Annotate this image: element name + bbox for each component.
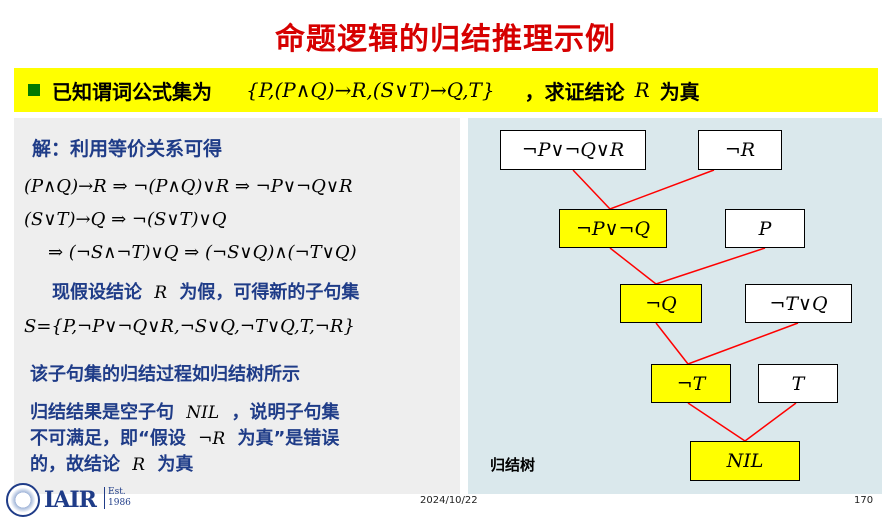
tree-node-n5: ¬Q: [620, 284, 702, 323]
assumption-suffix: 为假，可得新的子句集: [179, 282, 360, 303]
result-line1-prefix: 归结结果是空子句: [30, 402, 174, 423]
tree-edges: [572, 169, 799, 442]
edge-n3-n5: [609, 247, 657, 285]
result-line1-suffix: ，说明子句集: [231, 402, 340, 423]
result-r: R: [132, 455, 146, 475]
result-neg-r: ¬R: [198, 429, 226, 449]
edge-n4-n5: [655, 247, 766, 285]
logo-text: IAIR: [44, 487, 97, 513]
known-formula-set: {P,(P∧Q)→R,(S∨T)→Q,T}: [246, 78, 495, 102]
result-line2-prefix: 不可满足，即“假设: [30, 428, 186, 449]
result-line-2: 不可满足，即“假设 ¬R 为真”是错误: [30, 424, 339, 450]
edge-n8-n9: [744, 402, 797, 442]
assumption-line: 现假设结论 R 为假，可得新的子句集: [52, 278, 359, 304]
tree-node-n4: P: [725, 209, 805, 248]
edge-n1-n3: [572, 169, 611, 210]
solution-panel: 解：利用等价关系可得 (P∧Q)→R ⇒ ¬(P∧Q)∨R ⇒ ¬P∨¬Q∨R …: [14, 118, 460, 494]
solution-heading: 解：利用等价关系可得: [32, 138, 223, 160]
known-tail: 为真: [659, 79, 700, 104]
tree-node-n7: ¬T: [651, 364, 731, 403]
slide-date: 2024/10/22: [420, 495, 478, 506]
result-line3-prefix: 的，故结论: [30, 454, 120, 475]
assumption-prefix: 现假设结论: [52, 282, 142, 303]
tree-label: 归结树: [490, 456, 536, 474]
equation-2: (S∨T)→Q ⇒ ¬(S∨T)∨Q: [24, 209, 227, 230]
known-prefix: 已知谓词公式集为: [52, 79, 212, 104]
tree-node-n9: NIL: [690, 441, 800, 481]
logo-est-label: Est.: [108, 487, 126, 497]
edge-n7-n9: [687, 402, 746, 442]
iair-logo: IAIR Est. 1986: [6, 483, 136, 519]
slide-page-number: 170: [854, 495, 874, 506]
equation-3: ⇒ (¬S∧¬T)∨Q ⇒ (¬S∨Q)∧(¬T∨Q): [48, 242, 357, 263]
result-line-1: 归结结果是空子句 NIL ，说明子句集: [30, 398, 339, 424]
tree-node-n8: T: [758, 364, 838, 403]
tree-node-n6: ¬T∨Q: [745, 284, 852, 323]
slide-title: 命题逻辑的归结推理示例: [275, 22, 616, 57]
known-conclusion: R: [634, 78, 650, 102]
result-nil: NIL: [186, 403, 220, 423]
tree-node-n3: ¬P∨¬Q: [559, 209, 667, 248]
assumption-var: R: [154, 283, 168, 303]
resolution-tree-panel: ¬P∨¬Q∨R ¬R ¬P∨¬Q P ¬Q ¬T∨Q ¬T T NIL 归结树: [468, 118, 882, 494]
known-formula-bar: 已知谓词公式集为 {P,(P∧Q)→R,(S∨T)→Q,T} ，求证结论 R 为…: [14, 68, 878, 112]
logo-est: Est. 1986: [104, 487, 131, 509]
clause-set: S={P,¬P∨¬Q∨R,¬S∨Q,¬T∨Q,T,¬R}: [24, 316, 355, 337]
process-text: 该子句集的归结过程如归结树所示: [30, 364, 300, 385]
tree-node-n2: ¬R: [698, 130, 782, 170]
edge-n5-n7: [655, 322, 689, 365]
known-suffix: ，求证结论: [524, 79, 625, 104]
result-line2-suffix: 为真”是错误: [237, 428, 340, 449]
result-line-3: 的，故结论 R 为真: [30, 450, 193, 476]
logo-est-year: 1986: [108, 498, 131, 508]
square-bullet-icon: [28, 84, 40, 96]
university-seal-icon: [6, 483, 40, 517]
equation-1: (P∧Q)→R ⇒ ¬(P∧Q)∨R ⇒ ¬P∨¬Q∨R: [24, 176, 353, 197]
edge-n2-n3: [609, 169, 715, 210]
tree-node-n1: ¬P∨¬Q∨R: [500, 130, 646, 170]
result-line3-suffix: 为真: [157, 454, 194, 475]
edge-n6-n7: [687, 322, 799, 365]
